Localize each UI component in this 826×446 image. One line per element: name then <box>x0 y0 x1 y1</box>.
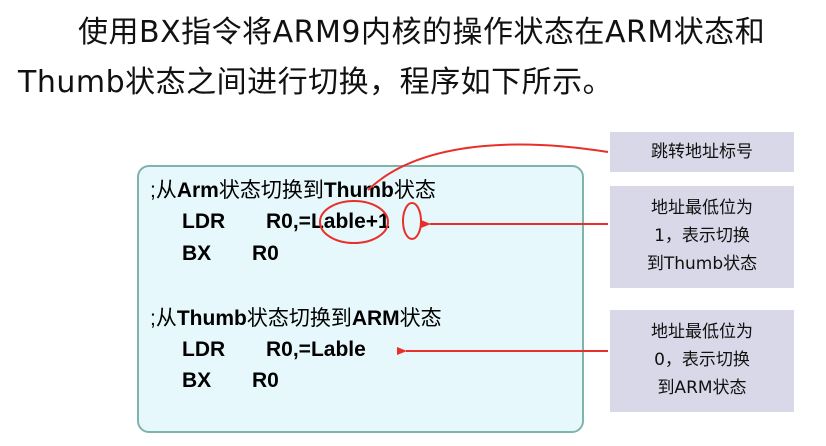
code-operand-bx-2: R0 <box>252 367 279 395</box>
code-line-bx-1: BX <box>182 240 211 268</box>
code-operand-ldr-1: R0,=Lable+1 <box>266 208 390 236</box>
lable-highlight-ellipse <box>319 200 389 244</box>
operand: R0 <box>252 242 279 265</box>
operand: R0,=Lable <box>266 338 366 361</box>
code-box <box>137 165 584 433</box>
note-thumb-state: 地址最低位为 1，表示切换 到Thumb状态 <box>610 186 794 288</box>
operand: R0,=Lable+1 <box>266 210 390 233</box>
instruction: LDR <box>182 210 226 233</box>
comment-keyword: Thumb <box>323 179 394 202</box>
comment-prefix: ;从 <box>150 307 177 330</box>
operand: R0 <box>252 369 279 392</box>
code-comment-arm-to-thumb: ;从Arm状态切换到Thumb状态 <box>150 177 436 205</box>
note-line: 到Thumb状态 <box>646 254 758 274</box>
curved-arrow-line <box>367 143 609 191</box>
comment-suffix: 状态 <box>399 307 442 330</box>
instruction: LDR <box>182 338 226 361</box>
comment-suffix: 状态 <box>393 179 436 202</box>
note-arm-state: 地址最低位为 0，表示切换 到ARM状态 <box>610 310 794 412</box>
comment-keyword: ARM <box>351 307 400 330</box>
note-line: 0，表示切换 <box>654 350 750 370</box>
comment-prefix: ;从 <box>150 179 177 202</box>
note-line: 地址最低位为 <box>651 322 753 342</box>
note-line: 1，表示切换 <box>654 226 750 246</box>
note-line: 地址最低位为 <box>651 198 753 218</box>
intro-line-2: Thumb状态之间进行切换，程序如下所示。 <box>18 65 614 100</box>
comment-keyword: Thumb <box>176 307 247 330</box>
comment-text: 状态切换到 <box>246 307 352 330</box>
note-line: 到ARM状态 <box>657 378 747 398</box>
code-line-ldr-1: LDR <box>182 208 225 236</box>
code-operand-bx-1: R0 <box>252 240 279 268</box>
note-jump-label: 跳转地址标号 <box>610 132 794 172</box>
one-highlight-ellipse <box>402 202 422 240</box>
intro-paragraph: 使用BX指令将ARM9内核的操作状态在ARM状态和 Thumb状态之间进行切换，… <box>18 8 818 108</box>
instruction: BX <box>182 369 212 392</box>
code-line-bx-2: BX <box>182 367 211 395</box>
comment-keyword: Arm <box>176 179 219 202</box>
instruction: BX <box>182 242 212 265</box>
code-comment-thumb-to-arm: ;从Thumb状态切换到ARM状态 <box>150 305 442 333</box>
code-line-ldr-2: LDR <box>182 336 225 364</box>
intro-line-1: 使用BX指令将ARM9内核的操作状态在ARM状态和 <box>78 15 766 50</box>
note-text: 跳转地址标号 <box>651 142 753 162</box>
comment-text: 状态切换到 <box>218 179 324 202</box>
code-operand-ldr-2: R0,=Lable <box>266 336 366 364</box>
